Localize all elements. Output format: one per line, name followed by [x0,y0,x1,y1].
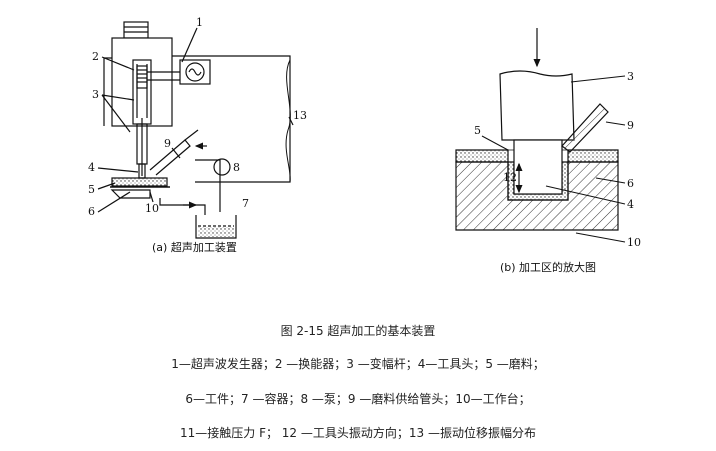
label-2: 2 [92,50,99,63]
label-6: 6 [88,205,95,218]
label-10: 10 [145,202,159,215]
label-9: 9 [164,137,171,150]
label-13: 13 [293,109,307,122]
label-b-12: 12 [503,171,517,184]
figure-title: 图 2-15 超声加工的基本装置 [280,324,436,338]
label-b-9: 9 [627,119,634,132]
label-5: 5 [88,183,95,196]
legend-line: 6—工件；7 —容器；8 —泵；9 —磨料供给管头；10—工作台； [185,392,531,406]
diagram-a-labels: 1 2 3 4 5 6 7 8 9 10 13 (a) 超声加工装置 [88,16,307,254]
legend-line: 1—超声波发生器；2 —换能器；3 —变幅杆；4—工具头；5 —磨料； [171,357,545,371]
legend-line: 11—接触压力 F； 12 —工具头振动方向；13 —振动位移振幅分布 [180,426,536,440]
label-3: 3 [92,88,99,101]
label-b-6: 6 [627,177,634,190]
diagram-a-apparatus [97,21,294,239]
label-1: 1 [196,16,203,29]
label-b-10: 10 [627,236,641,249]
label-7: 7 [242,197,249,210]
label-8: 8 [233,161,240,174]
label-4: 4 [88,161,95,174]
label-b-5: 5 [474,124,481,137]
label-b-4: 4 [627,198,634,211]
caption-a: (a) 超声加工装置 [152,240,237,254]
label-b-3: 3 [627,70,634,83]
diagram-b-machining-zone [455,28,626,243]
caption-b: (b) 加工区的放大图 [500,260,596,274]
diagram-b-labels: 3 9 5 6 4 10 12 (b) 加工区的放大图 [474,70,641,274]
